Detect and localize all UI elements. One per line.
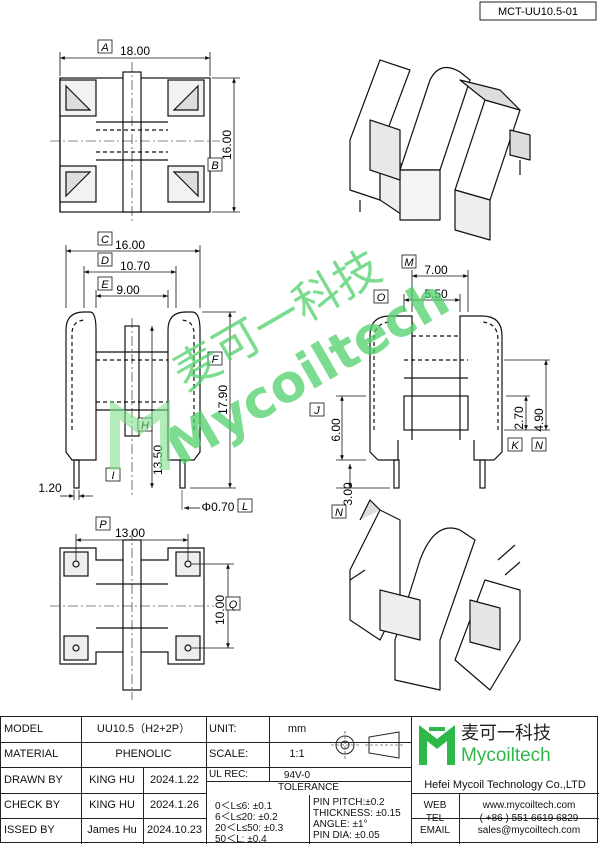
tag-m: M: [404, 257, 414, 269]
dim-q-10: 10.00: [213, 595, 227, 625]
isometric-view-bottom: [349, 499, 521, 691]
scale-value: 1:1: [289, 748, 305, 761]
technical-drawing: MCT-UU10.5-01 18.00 A 16.00: [38, 1, 597, 700]
unit-value: mm: [287, 723, 307, 736]
side-view: [369, 315, 503, 489]
ul-label: UL REC:: [209, 768, 249, 780]
check-by-date: 2024.1.26: [150, 799, 199, 812]
tolerance-right-1: PIN PITCH:±0.2: [313, 797, 385, 808]
dim-e-9: 9.00: [116, 283, 140, 297]
tolerance-left-1: 0＜L≤6: ±0.1: [215, 801, 273, 812]
dim-c-16: 16.00: [115, 238, 145, 252]
dim-m-7: 7.00: [424, 263, 448, 277]
issued-by-date: 2024.10.23: [146, 824, 203, 837]
tag-i: I: [111, 470, 114, 482]
tag-j: J: [313, 405, 320, 417]
bottom-view: [50, 530, 214, 700]
tag-b: B: [211, 160, 218, 172]
material-label: MATERIAL: [4, 748, 59, 761]
drawn-by-label: DRAWN BY: [4, 773, 63, 786]
tag-q: Q: [229, 599, 238, 611]
check-by-name: KING HU: [89, 799, 135, 812]
dim-18: 18.00: [120, 44, 150, 58]
tolerance-right-2: THICKNESS: ±0.15: [313, 808, 401, 819]
dim-j-6: 6.00: [329, 418, 343, 442]
material-value: PHENOLIC: [115, 748, 172, 761]
logo-latin: Mycoiltech: [461, 744, 551, 766]
tag-d: D: [101, 255, 109, 267]
tag-o: O: [377, 292, 386, 304]
dim-n2-4-90: 4.90: [532, 408, 546, 432]
side-view-dimensions: [309, 254, 550, 519]
check-by-label: CHECK BY: [4, 799, 61, 812]
bottom-view-dimensions: [75, 516, 241, 649]
dim-p-13: 13.00: [115, 526, 145, 540]
title-block: MODEL UU10.5（H2+2P） MATERIAL PHENOLIC DR…: [0, 716, 599, 845]
projection-symbol-icon: [331, 731, 403, 759]
drawing-number: MCT-UU10.5-01: [498, 6, 578, 18]
dim-i-1-20: 1.20: [38, 481, 62, 495]
email-value[interactable]: sales@mycoiltech.com: [477, 825, 581, 836]
tag-f: F: [212, 354, 220, 366]
top-view: [50, 62, 220, 222]
tag-p: P: [99, 519, 107, 531]
unit-label: UNIT:: [209, 723, 237, 736]
tag-n-1: K: [511, 440, 519, 452]
scale-label: SCALE:: [209, 748, 249, 761]
drawn-by-date: 2024.1.22: [150, 773, 199, 786]
tolerance-left-4: 50＜L: ±0.4: [215, 834, 267, 845]
model-label: MODEL: [4, 723, 44, 736]
company-name: Hefei Mycoil Technology Co.,LTD: [424, 778, 586, 791]
dim-16: 16.00: [220, 130, 234, 160]
front-view: [65, 311, 201, 498]
logo-chinese: 麦可一科技: [461, 723, 551, 745]
dim-l-pin: Φ0.70: [202, 500, 235, 514]
tolerance-left-3: 20＜L≤50: ±0.3: [215, 823, 284, 834]
tag-e: E: [101, 279, 109, 291]
web-value[interactable]: www.mycoiltech.com: [482, 800, 576, 811]
dim-k-3: 3.00: [341, 482, 355, 506]
mycoiltech-logo-icon: [419, 725, 455, 765]
top-view-dimensions: [59, 39, 240, 213]
drawing-number-box: [479, 1, 597, 21]
model-value: UU10.5（H2+2P）: [96, 723, 191, 736]
tag-l: L: [242, 501, 248, 513]
tel-value: ( +86 ) 551 6619 6829: [479, 813, 579, 824]
drawn-by-name: KING HU: [89, 773, 135, 786]
issued-by-label: ISSED BY: [4, 824, 55, 837]
dim-f-17-90: 17.90: [216, 385, 230, 415]
dim-d-10-70: 10.70: [120, 259, 150, 273]
ul-value: 94V-0: [283, 769, 311, 781]
tag-a: A: [100, 42, 108, 54]
tolerance-title: TOLERANCE: [278, 782, 339, 793]
dim-o-5-50: 5.50: [424, 287, 448, 301]
web-label: WEB: [423, 800, 447, 811]
tag-k: N: [335, 507, 343, 519]
tag-c: C: [101, 234, 109, 246]
tolerance-right-3: ANGLE: ±1°: [313, 819, 368, 830]
issued-by-name: James Hu: [87, 824, 137, 837]
tolerance-right-4: PIN DIA: ±0.05: [313, 830, 380, 841]
tolerance-left-2: 6＜L≤20: ±0.2: [215, 812, 278, 823]
email-label: EMAIL: [419, 825, 450, 836]
tel-label: TEL: [425, 813, 445, 824]
dim-n1-2-70: 2.70: [512, 406, 526, 430]
watermark-logo-mark: [110, 400, 170, 470]
isometric-view-top: [349, 59, 531, 241]
tag-n-2: N: [535, 440, 543, 452]
